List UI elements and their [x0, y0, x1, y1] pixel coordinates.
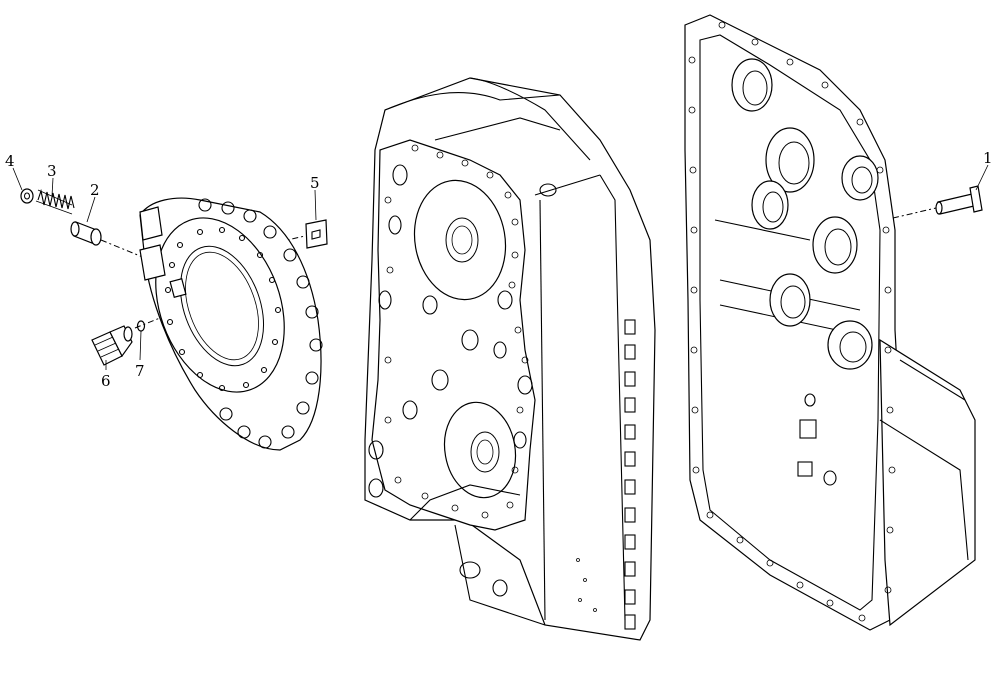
part-4-washer: [20, 188, 34, 204]
part-1-pin: [935, 185, 983, 215]
rear-cover-housing: [684, 14, 976, 631]
callout-2: 2: [90, 181, 100, 199]
callout-6: 6: [101, 372, 111, 390]
callout-1: 1: [983, 149, 993, 167]
part-7-oring: [136, 320, 146, 332]
leader-1-dash: [892, 207, 937, 219]
callout-leaders: [12, 164, 989, 370]
leader-2-dash: [100, 239, 146, 259]
part-2-plunger: [70, 221, 102, 246]
callout-3: 3: [47, 162, 57, 180]
leader-6-dash: [134, 317, 161, 329]
callout-4: 4: [5, 152, 15, 170]
callout-5: 5: [310, 174, 320, 192]
part-5-clip: [305, 219, 328, 249]
part-3-spring: [35, 188, 75, 215]
callout-7: 7: [135, 362, 145, 380]
pump-flange-housing: [139, 197, 323, 451]
part-6-plug: [91, 325, 133, 366]
transmission-housing: [364, 77, 656, 641]
